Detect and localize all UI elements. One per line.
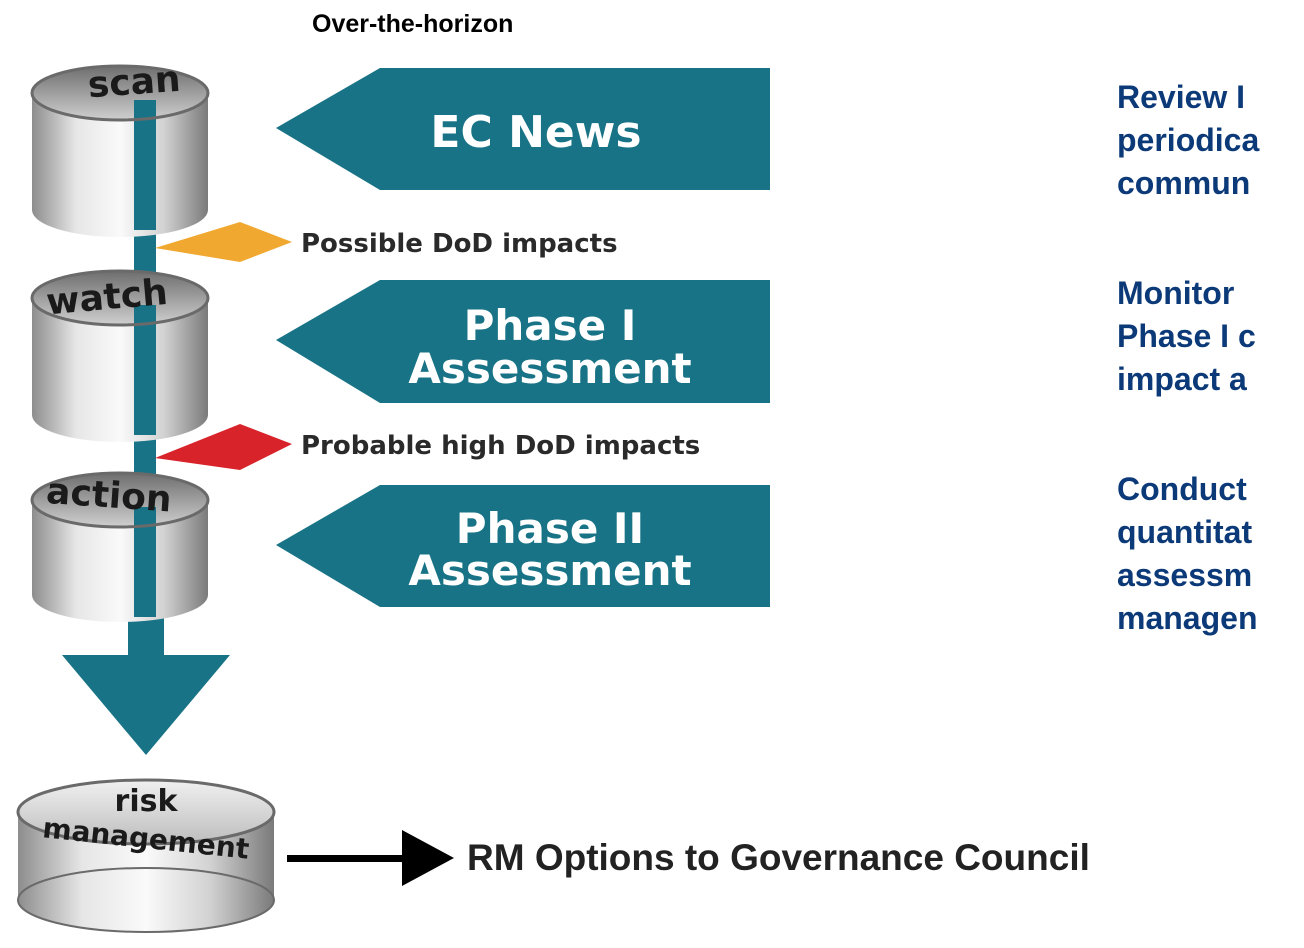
- note-monitor-line3: impact a: [1117, 361, 1247, 397]
- note-review-line1: Review I: [1117, 79, 1246, 115]
- banner-phase-1-line2: Assessment: [408, 344, 691, 393]
- note-conduct-line1: Conduct: [1117, 471, 1247, 507]
- note-conduct-line3: assessm: [1117, 557, 1253, 593]
- note-monitor-line2: Phase I c: [1117, 318, 1256, 354]
- impact-diamond-probable: [155, 424, 292, 470]
- note-review: Review I periodica commun: [1117, 76, 1259, 205]
- stage-label-action: action: [45, 471, 173, 521]
- banner-phase-1-line1: Phase I: [464, 301, 637, 350]
- note-conduct-line4: managen: [1117, 600, 1258, 636]
- banner-ec-news: EC News: [276, 68, 770, 190]
- stage-label-scan: scan: [86, 59, 181, 106]
- ring-watch: [30, 269, 210, 442]
- outcome-arrow-shaft: [287, 855, 407, 862]
- banner-phase-2-line2: Assessment: [408, 546, 691, 595]
- impact-diamond-possible: [155, 222, 292, 262]
- impact-label-probable: Probable high DoD impacts: [301, 431, 700, 461]
- impact-label-possible: Possible DoD impacts: [301, 229, 618, 259]
- drum-label-line1: risk: [115, 784, 179, 819]
- banner-ec-news-text: EC News: [430, 107, 641, 158]
- ring-action: [30, 471, 210, 622]
- banner-phase-2: Phase II Assessment: [276, 485, 770, 607]
- banner-phase-1: Phase I Assessment: [276, 280, 770, 403]
- ring-scan: [30, 64, 210, 237]
- note-review-line3: commun: [1117, 165, 1251, 201]
- outcome-label: RM Options to Governance Council: [467, 837, 1090, 878]
- note-review-line2: periodica: [1117, 122, 1260, 158]
- flow-arrow-head: [62, 655, 230, 755]
- header-label: Over-the-horizon: [312, 10, 514, 38]
- note-conduct-line2: quantitat: [1117, 514, 1253, 550]
- drum-risk-management: [16, 778, 276, 933]
- note-monitor: Monitor Phase I c impact a: [1117, 272, 1256, 401]
- note-conduct: Conduct quantitat assessm managen: [1117, 468, 1257, 640]
- banner-phase-2-line1: Phase II: [456, 504, 644, 553]
- outcome-arrow-head: [402, 830, 454, 886]
- note-monitor-line1: Monitor: [1117, 275, 1235, 311]
